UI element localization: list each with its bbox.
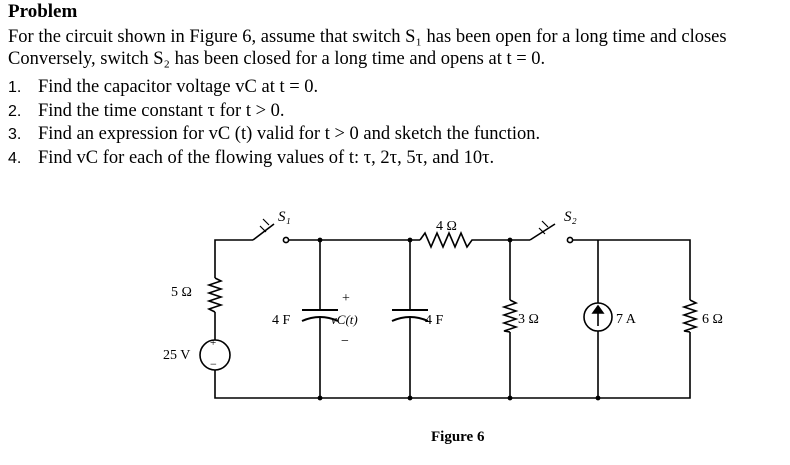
label-c2: 4 F xyxy=(425,313,444,328)
label-s1: S₁ xyxy=(278,209,291,225)
label-r6: 6 Ω xyxy=(702,312,723,327)
switch-s2 xyxy=(529,220,574,244)
label-i-src: 7 A xyxy=(616,312,637,327)
label-v-src: 25 V xyxy=(163,348,190,363)
label-vc-plus: + xyxy=(342,291,350,306)
switch-s1 xyxy=(252,218,290,244)
question-2: 2.Find the time constant τ for t > 0. xyxy=(8,100,285,121)
resistor-5ohm xyxy=(206,277,224,313)
question-3: 3.Find an expression for vC (t) valid fo… xyxy=(8,124,541,144)
question-list: 1.Find the capacitor voltage vC at t = 0… xyxy=(8,76,540,170)
figure-caption: Figure 6 xyxy=(431,429,485,445)
problem-heading: Problem xyxy=(8,1,78,22)
circuit-nodes xyxy=(317,237,601,401)
resistor-3ohm xyxy=(501,299,519,333)
label-r-top: 4 Ω xyxy=(436,219,457,234)
label-c1: 4 F xyxy=(272,313,291,328)
current-source xyxy=(583,302,613,332)
label-r3: 3 Ω xyxy=(518,312,539,327)
label-vc-minus: − xyxy=(341,334,349,349)
label-vc: vC(t) xyxy=(331,312,358,327)
problem-intro: For the circuit shown in Figure 6, assum… xyxy=(8,26,788,70)
capacitor-c1 xyxy=(301,309,339,322)
label-src-plus: + xyxy=(210,337,216,349)
intro-line-2: Conversely, switch S₂ has been closed fo… xyxy=(8,49,546,69)
circuit-wires xyxy=(214,239,691,399)
intro-line-1: For the circuit shown in Figure 6, assum… xyxy=(8,27,727,47)
voltage-source xyxy=(199,339,231,371)
label-s2: S₂ xyxy=(564,209,577,225)
capacitor-c2 xyxy=(391,309,429,322)
resistor-6ohm xyxy=(681,299,699,333)
resistor-4ohm xyxy=(419,230,478,250)
question-1: 1.Find the capacitor voltage vC at t = 0… xyxy=(8,77,319,97)
label-r-left: 5 Ω xyxy=(171,285,192,300)
label-src-minus: − xyxy=(210,357,217,371)
question-4: 4.Find vC for each of the flowing values… xyxy=(8,147,495,168)
